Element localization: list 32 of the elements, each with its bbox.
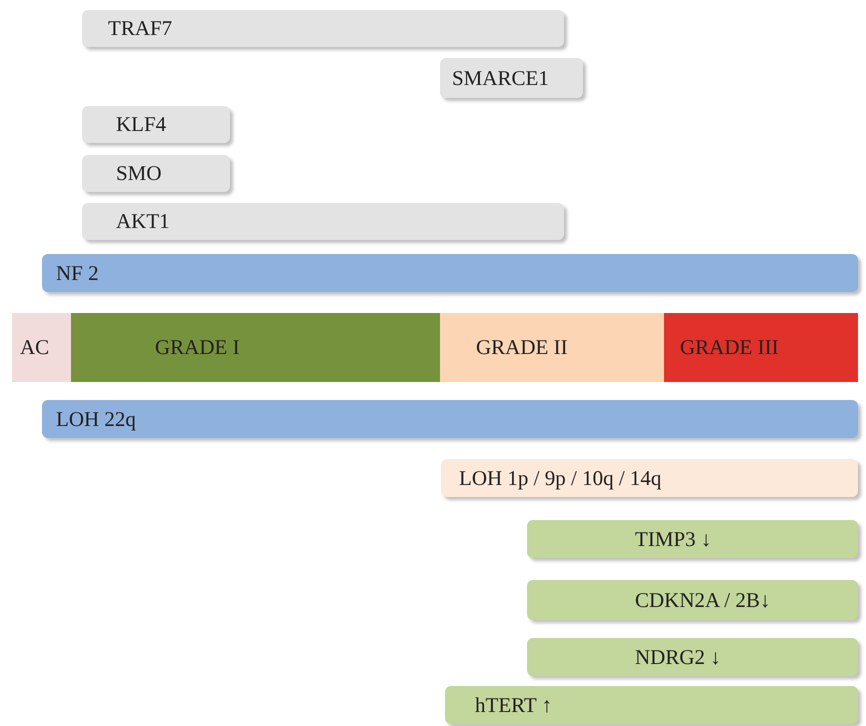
bar-label: TRAF7 <box>108 16 172 41</box>
bar <box>82 106 230 143</box>
bar-label: AKT1 <box>116 209 170 234</box>
bar-label: CDKN2A / 2B↓ <box>635 588 770 612</box>
bar-label: GRADE II <box>476 335 568 360</box>
bar-label: hTERT ↑ <box>475 692 552 718</box>
bar <box>440 313 664 382</box>
bar <box>445 686 858 724</box>
bar <box>440 58 583 98</box>
bar <box>12 313 71 382</box>
bar-label: GRADE III <box>680 335 779 360</box>
bar-label: SMARCE1 <box>452 66 549 90</box>
bar-label: NF 2 <box>56 260 99 286</box>
bar <box>82 155 230 192</box>
bar-label: LOH 22q <box>56 406 136 432</box>
bar <box>42 400 858 438</box>
bar <box>71 313 440 382</box>
bar <box>82 203 564 240</box>
bar-label: TIMP3 ↓ <box>635 526 712 552</box>
bar <box>527 520 858 558</box>
bar <box>664 313 858 382</box>
bar <box>42 254 858 292</box>
bar <box>527 638 858 676</box>
bar-label: SMO <box>116 161 162 186</box>
bar <box>527 580 858 620</box>
bar <box>82 10 564 47</box>
bar <box>441 459 858 497</box>
bar-label: GRADE I <box>155 335 240 360</box>
bar-label: KLF4 <box>116 112 166 137</box>
bar-label: NDRG2 ↓ <box>635 644 721 670</box>
bar-label: LOH 1p / 9p / 10q / 14q <box>459 466 662 490</box>
bar-label: AC <box>20 335 50 360</box>
